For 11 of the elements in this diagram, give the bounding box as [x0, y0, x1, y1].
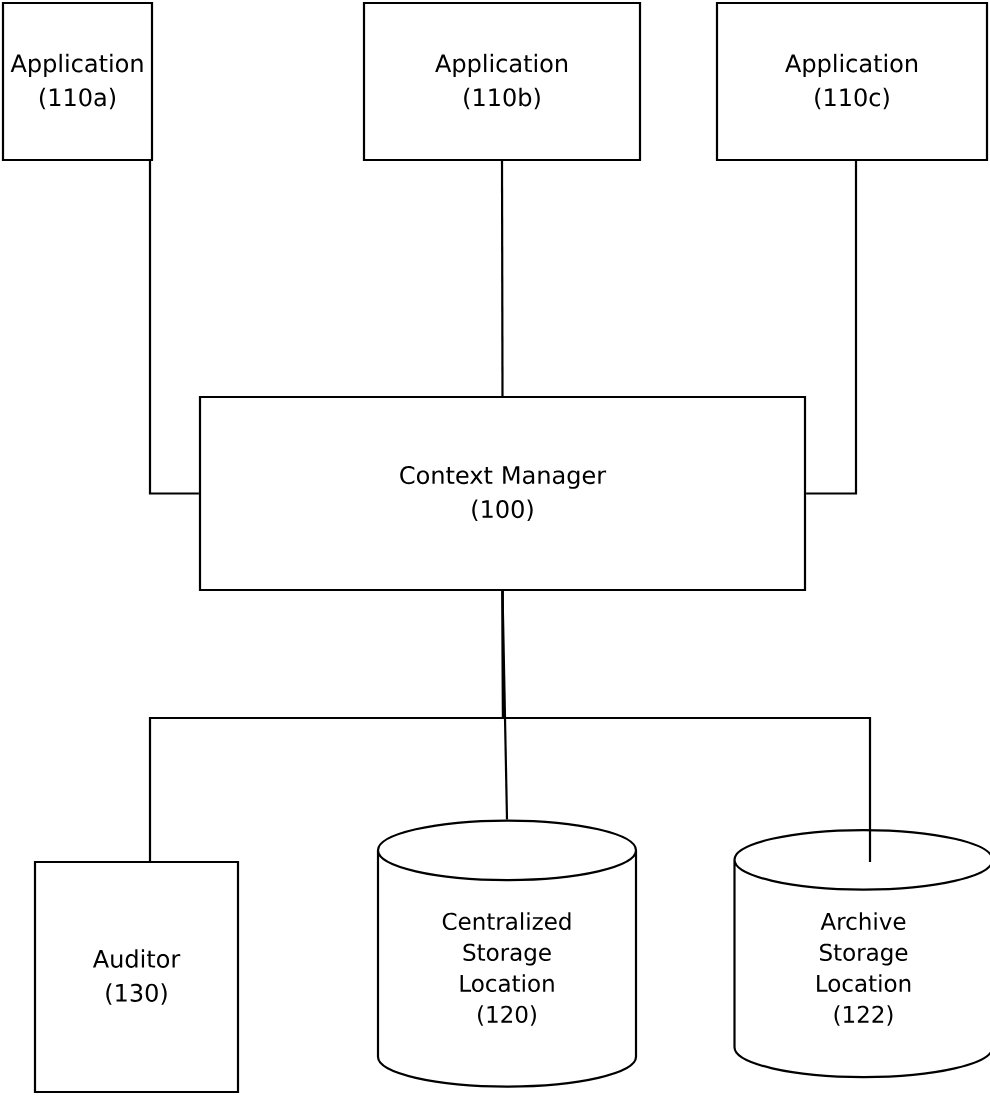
- connector-line: [148, 161, 199, 495]
- application-box: Application (110c): [715, 1, 989, 162]
- connector-line: [500, 161, 504, 396]
- auditor-box: Auditor (130): [33, 860, 240, 1094]
- application-box: Application (110a): [1, 1, 154, 162]
- connector-line: [501, 591, 872, 862]
- application-box: Application (110b): [362, 1, 642, 162]
- storage-cylinder: Archive Storage Location (122): [733, 829, 990, 1079]
- connector-line: [806, 161, 858, 495]
- storage-cylinder: Centralized Storage Location (120): [376, 819, 638, 1088]
- context-manager-box: Context Manager (100): [198, 395, 807, 592]
